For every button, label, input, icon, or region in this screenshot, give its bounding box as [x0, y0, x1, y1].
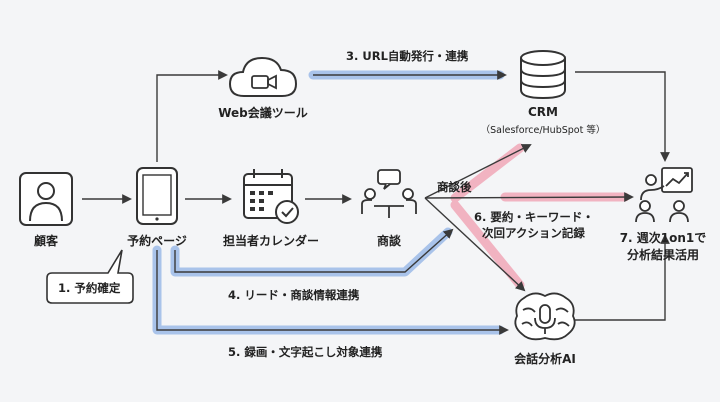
arrow-recording-link: [156, 250, 509, 335]
analysis-presentation-icon: [635, 167, 693, 223]
crm-label: CRM: [528, 105, 558, 119]
meeting-icon: [361, 169, 417, 218]
highlight-to-crm: [450, 143, 525, 203]
arrow-to-crm: [424, 144, 532, 199]
video-cloud-icon: [228, 56, 298, 97]
tablet-icon: [136, 167, 178, 225]
booking-callout: [46, 249, 134, 304]
arrow-booking-to-webmeeting: [156, 70, 228, 162]
ai-label: 会話分析AI: [514, 352, 576, 366]
highlight-to-ai: [450, 200, 525, 290]
web-meeting-label: Web会議ツール: [218, 106, 308, 120]
edge-label-lead-link: 4. リード・商談情報連携: [228, 288, 360, 302]
arrows: [82, 70, 670, 335]
database-icon: [520, 50, 566, 100]
arrow-to-ai: [424, 197, 526, 292]
customer-label: 顧客: [33, 234, 59, 248]
arrow-crm-to-analysis: [575, 71, 670, 162]
brain-mic-icon: [514, 292, 576, 341]
edge-label-recording-link: 5. 録画・文字起こし対象連携: [228, 345, 383, 359]
edge-label-summary-line2: 次回アクション記録: [482, 226, 585, 240]
arrow-ai-to-analysis: [575, 234, 670, 321]
calendar-label: 担当者カレンダー: [222, 234, 320, 248]
analysis-label-line1: 7. 週次1on1で: [619, 231, 707, 245]
arrow-to-analysis: [424, 192, 634, 202]
edge-label-summary-line1: 6. 要約・キーワード・: [474, 210, 594, 224]
arrow-lead-link: [174, 228, 454, 273]
edge-label-after-meeting: 商談後: [437, 180, 472, 194]
meeting-label: 商談: [376, 234, 402, 248]
booking-page-label: 予約ページ: [127, 234, 187, 248]
analysis-label-line2: 分析結果活用: [626, 248, 700, 262]
person-icon: [19, 172, 73, 226]
edge-label-url-link: 3. URL自動発行・連携: [346, 49, 469, 63]
edge-label-booking-confirmed: 1. 予約確定: [58, 281, 121, 295]
calendar-icon: [243, 169, 299, 224]
crm-sublabel: （Salesforce/HubSpot 等）: [480, 125, 606, 136]
